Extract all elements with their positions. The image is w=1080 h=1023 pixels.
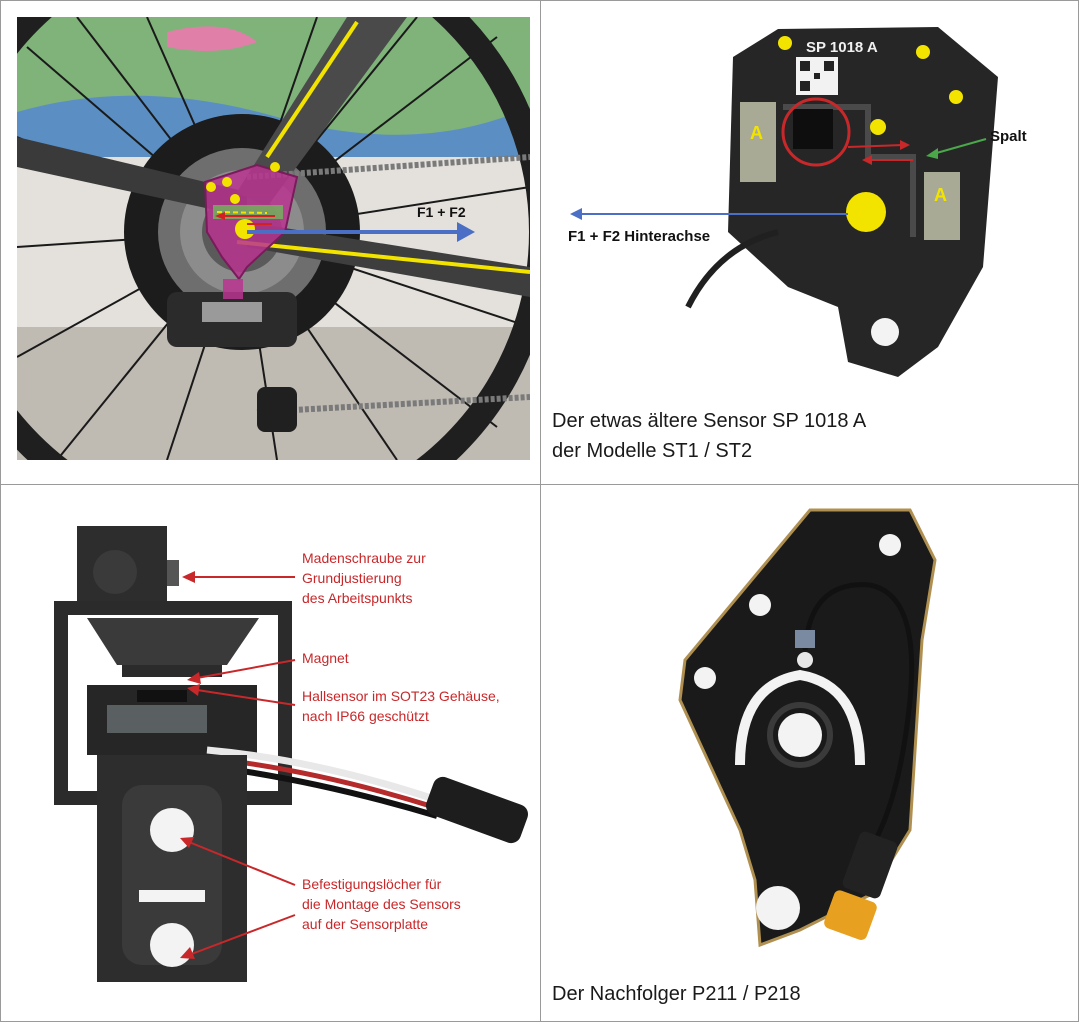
table-divider-horizontal bbox=[0, 484, 1079, 485]
annotation-holes-line1: Befestigungslöcher für bbox=[302, 876, 442, 892]
gap-label: Spalt bbox=[990, 128, 1027, 145]
caption-p211: Der Nachfolger P211 / P218 bbox=[552, 983, 801, 1005]
annotation-holes-line2: die Montage des Sensors bbox=[302, 896, 461, 912]
pad-a-left-label: A bbox=[750, 123, 763, 143]
table-divider-vertical bbox=[540, 0, 541, 1022]
hall-sensor-photo: Madenschraube zur Grundjustierung des Ar… bbox=[17, 500, 532, 982]
bike-wheel-photo: F1 + F2 bbox=[17, 17, 530, 460]
annotation-setscrew-line2: Grundjustierung bbox=[302, 570, 402, 586]
annotation-hall-line1: Hallsensor im SOT23 Gehäuse, bbox=[302, 688, 500, 704]
successor-plate-illustration bbox=[678, 508, 937, 948]
caption-sp1018a-line2: der Modelle ST1 / ST2 bbox=[552, 440, 753, 462]
sensor-sp1018a-photo: SP 1018 A A A Spalt F1 + F2 Hinterachse bbox=[548, 17, 1068, 397]
bike-wheel-illustration: F1 + F2 bbox=[17, 17, 530, 460]
annotation-hall-line2: nach IP66 geschützt bbox=[302, 708, 429, 724]
annotation-magnet: Magnet bbox=[302, 650, 349, 666]
pad-a-right-label: A bbox=[934, 185, 947, 205]
annotation-setscrew: Madenschraube zur Grundjustierung des Ar… bbox=[302, 548, 426, 608]
sensor-p211-photo bbox=[660, 500, 960, 960]
sensor-plate-illustration: SP 1018 A A A Spalt F1 + F2 Hinterachse bbox=[568, 27, 1027, 377]
axle-label: F1 + F2 Hinterachse bbox=[568, 228, 710, 245]
annotation-mounting-holes: Befestigungslöcher für die Montage des S… bbox=[302, 874, 461, 934]
caption-sp1018a-line1: Der etwas ältere Sensor SP 1018 A bbox=[552, 410, 867, 432]
annotation-holes-line3: auf der Sensorplatte bbox=[302, 916, 429, 932]
hall-sensor-illustration bbox=[54, 526, 529, 982]
force-label: F1 + F2 bbox=[417, 204, 466, 220]
annotation-setscrew-line1: Madenschraube zur bbox=[302, 550, 426, 566]
caption-sp1018a: Der etwas ältere Sensor SP 1018 A der Mo… bbox=[552, 406, 866, 466]
plate-code-label: SP 1018 A bbox=[806, 39, 878, 56]
annotation-hall-sensor: Hallsensor im SOT23 Gehäuse, nach IP66 g… bbox=[302, 686, 500, 726]
annotation-setscrew-line3: des Arbeitspunkts bbox=[302, 590, 413, 606]
